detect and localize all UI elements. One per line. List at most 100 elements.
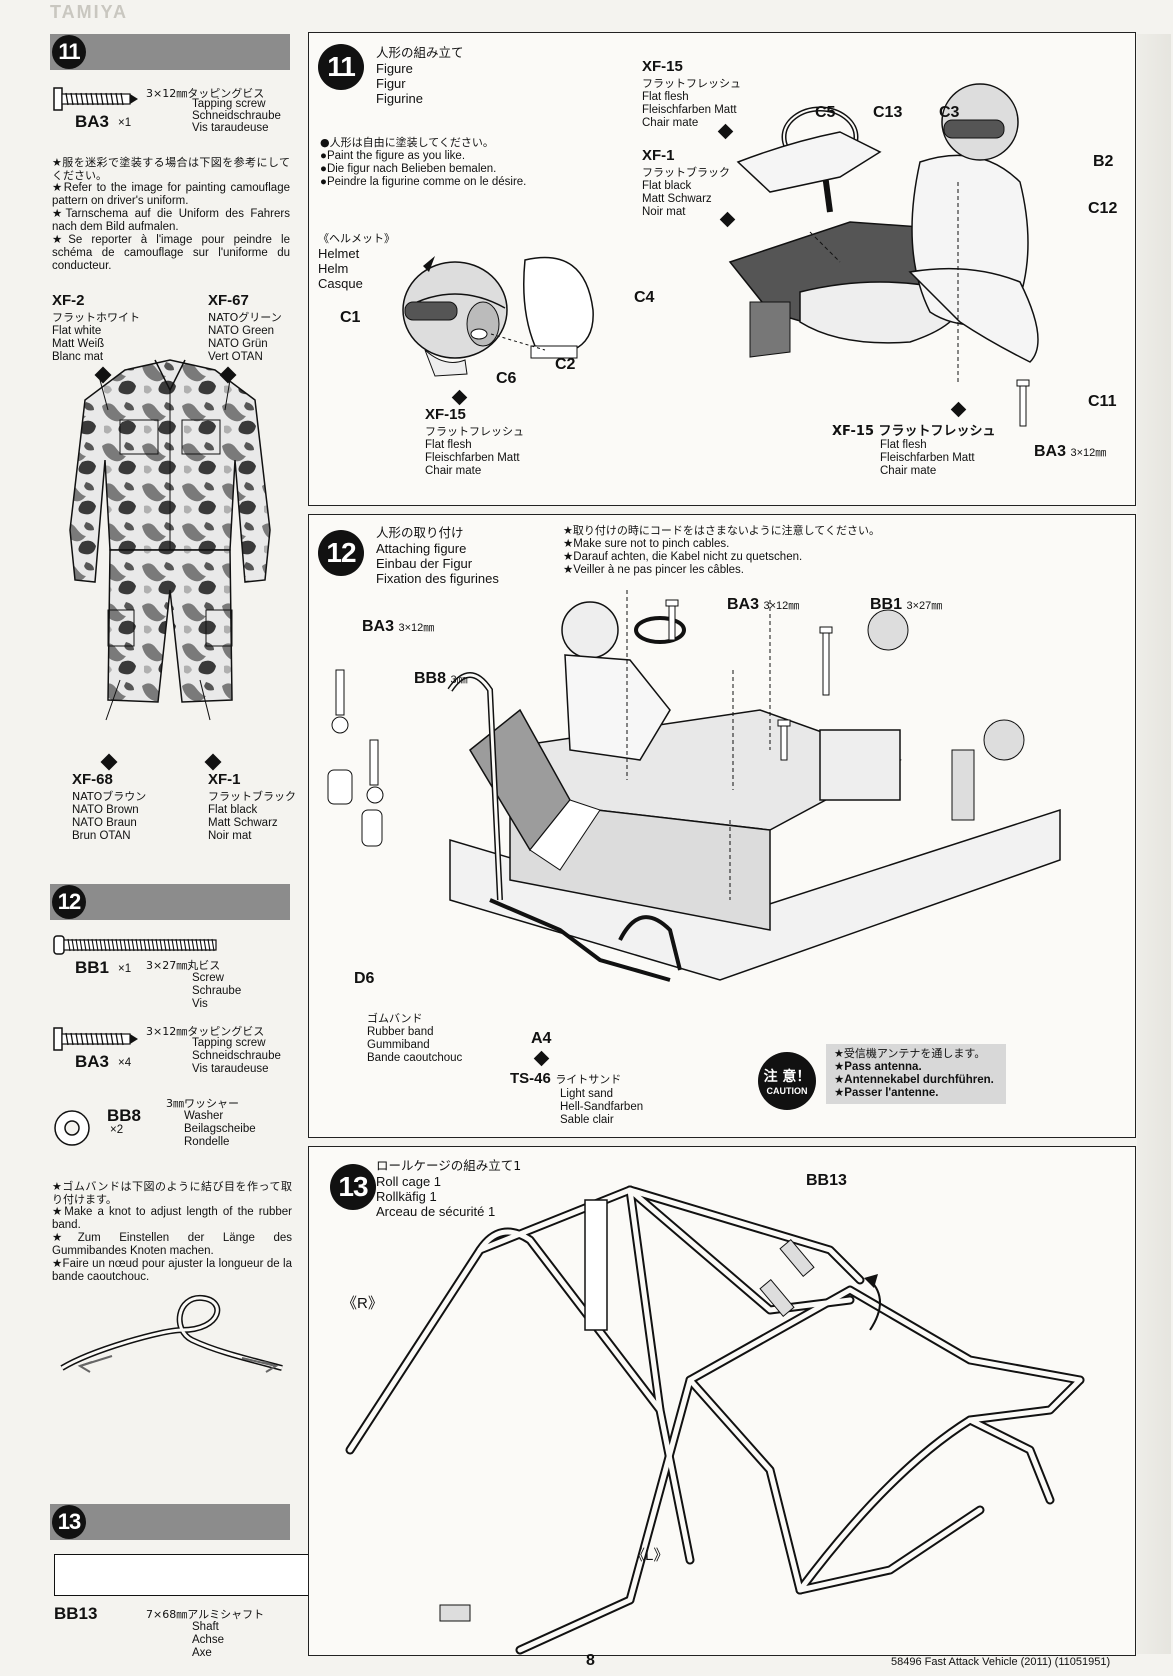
part-c3: C3	[939, 104, 960, 121]
step-13-title-en: Roll cage 1	[376, 1174, 442, 1189]
ba3-fr-s12: Vis taraudeuse	[192, 1063, 269, 1075]
paint-xf2: XF-2 フラットホワイト Flat white Matt Weiß Blanc…	[52, 292, 140, 364]
step-12-title-ja: 人形の取り付け	[376, 525, 464, 540]
paint-ja: NATOブラウン	[72, 790, 147, 803]
xf1-code: XF-1	[642, 147, 675, 164]
paint-en: NATO Green	[208, 325, 275, 337]
cable-note-fr: ★Veiller à ne pas pincer les câbles.	[563, 564, 744, 576]
rubber-de: Gummiband	[367, 1039, 430, 1051]
paint-fr: Vert OTAN	[208, 351, 263, 363]
helmet-label-en: Helmet	[318, 246, 360, 261]
xf15-callout-a: XF-15 フラットフレッシュ Flat flesh Fleischfarben…	[425, 406, 524, 478]
seated-figure-illustration	[728, 83, 1039, 382]
part-c4: C4	[634, 289, 655, 306]
part-b2: B2	[1093, 153, 1114, 170]
caution-note-en: ★Pass antenna.	[834, 1061, 922, 1073]
section-number-13: 13	[52, 1505, 86, 1539]
section-bar-12	[50, 884, 290, 920]
caution-note: ★受信機アンテナを通します。 ★Pass antenna. ★Antenneka…	[834, 1045, 994, 1100]
paint-de: Matt Schwarz	[208, 817, 278, 829]
ba3-code-s12: BA3	[75, 1052, 110, 1071]
paint-en: Flat white	[52, 325, 102, 337]
section-number-11: 11	[52, 35, 86, 69]
caution-note-ja: ★受信機アンテナを通します。	[834, 1047, 986, 1060]
helmet-head-illustration	[402, 256, 594, 377]
ba3-code: BA3	[727, 596, 760, 613]
rubber-note-en: ★Make a knot to adjust length of the rub…	[52, 1206, 292, 1231]
ba3-ja-s12: 3×12㎜タッピングビス	[146, 1025, 265, 1038]
ts46-fr: Sable clair	[560, 1114, 614, 1126]
ba3-size: 3×12㎜	[763, 600, 800, 612]
screw-icon	[665, 599, 679, 641]
document-id: 58496 Fast Attack Vehicle (2011) (110519…	[891, 1656, 1111, 1668]
xf1-ja: フラットブラック	[642, 166, 730, 179]
cable-note: ★取り付けの時にコードをはさまないように注意してください。 ★Make sure…	[563, 522, 880, 577]
bb1-en-s12: Screw	[192, 972, 224, 984]
paint-de: NATO Braun	[72, 817, 137, 829]
ts46-ja: ライトサンド	[555, 1073, 622, 1086]
camo-note-ja: ★服を迷彩で塗装する場合は下図を参考にしてください。	[52, 156, 290, 182]
ts46-de: Hell-Sandfarben	[560, 1101, 644, 1113]
step-13-title: ロールケージの組み立て1 Roll cage 1 Rollkäfig 1 Arc…	[376, 1155, 521, 1219]
left-side-label: 《L》	[630, 1547, 669, 1564]
ba3-en-s12: Tapping screw	[192, 1037, 266, 1049]
camo-note-fr: ★Se reporter à l'image pour peindre le s…	[52, 234, 290, 272]
step-12-title-en: Attaching figure	[376, 541, 467, 556]
ts46-callout: TS-46 ライトサンド Light sand Hell-Sandfarben …	[510, 1070, 643, 1127]
paint-note-de: ●Die figur nach Belieben bemalen.	[320, 163, 497, 175]
camo-note: ★服を迷彩で塗装する場合は下図を参考にしてください。 ★Refer to the…	[52, 156, 290, 273]
screw-icon	[819, 626, 833, 696]
paint-code: XF-2	[52, 292, 85, 309]
xf15-code: XF-15	[425, 406, 466, 423]
part-c6: C6	[496, 370, 517, 387]
paint-xf67: XF-67 NATOグリーン NATO Green NATO Grün Vert…	[208, 292, 282, 364]
step-11-title-en: Figure	[376, 61, 413, 76]
roll-cage-illustration	[345, 1185, 1085, 1655]
screw-icon	[1016, 379, 1030, 427]
caution-ja: 注 意！	[763, 1069, 811, 1085]
xf15-fr: Chair mate	[425, 465, 482, 477]
ba3-de-s11: Schneidschraube	[192, 110, 281, 122]
ba3-en-s11: Tapping screw	[192, 98, 266, 110]
cable-note-ja: ★取り付けの時にコードをはさまないように注意してください。	[563, 524, 880, 537]
ba3-fr-s11: Vis taraudeuse	[192, 122, 269, 134]
helmet-label-ja: 《ヘルメット》	[318, 232, 395, 245]
rubber-note-ja: ★ゴムバンドは下図のように結び目を作って取り付けます。	[52, 1180, 292, 1206]
part-c11: C11	[1088, 393, 1117, 410]
caution-badge: 注 意！ CAUTION	[758, 1052, 816, 1110]
bb8-fr-s12: Rondelle	[184, 1136, 230, 1148]
bb1-code-s12: BB1	[75, 958, 110, 977]
part-c2: C2	[555, 356, 576, 373]
rubber-band-note: ★ゴムバンドは下図のように結び目を作って取り付けます。 ★Make a knot…	[52, 1180, 292, 1284]
ba3-code-s11: BA3	[75, 112, 110, 131]
step-13-number: 13	[330, 1164, 376, 1210]
paint-note-fr: ●Peindre la figurine comme on le désire.	[320, 176, 527, 188]
ba3-ja-s11: 3×12㎜タッピングビス	[146, 87, 265, 100]
page-number: 8	[586, 1652, 595, 1669]
ts46-en: Light sand	[560, 1088, 614, 1100]
paint-en: NATO Brown	[72, 804, 139, 816]
ba3-code: BA3	[1034, 443, 1067, 460]
step-11-title-fr: Figurine	[376, 91, 423, 106]
xf15-de: Fleischfarben Matt	[425, 452, 520, 464]
tapping-screw-illustration	[53, 87, 138, 111]
paint-xf68: XF-68 NATOブラウン NATO Brown NATO Braun Bru…	[72, 771, 146, 843]
camo-note-en: ★Refer to the image for painting camoufl…	[52, 182, 290, 207]
chassis-with-figure-illustration	[327, 590, 1061, 982]
step-11-title-ja: 人形の組み立て	[376, 45, 464, 60]
paint-note-en: ●Paint the figure as you like.	[320, 150, 466, 162]
part-c12: C12	[1088, 200, 1118, 217]
paint-ja: フラットブラック	[208, 790, 296, 803]
xf15-callout-b: XF-15 フラットフレッシュ Flat flesh Fleischfarben…	[642, 58, 741, 130]
bb8-en-s12: Washer	[184, 1110, 224, 1122]
paint-code: XF-67	[208, 292, 249, 309]
helmet-label: 《ヘルメット》 Helmet Helm Casque	[318, 230, 395, 291]
rubber-note-fr: ★Faire un nœud pour ajuster la longueur …	[52, 1258, 292, 1283]
xf1-de: Matt Schwarz	[642, 193, 712, 205]
paint-de: Matt Weiß	[52, 338, 105, 350]
ba3-callout-step12-a: BA3 3×12㎜	[727, 596, 799, 614]
xf15-de: Fleischfarben Matt	[880, 452, 975, 464]
paint-drop-icon	[204, 753, 222, 771]
paint-code: XF-68	[72, 771, 113, 788]
bb8-callout-step12: BB8 3㎜	[414, 670, 468, 688]
